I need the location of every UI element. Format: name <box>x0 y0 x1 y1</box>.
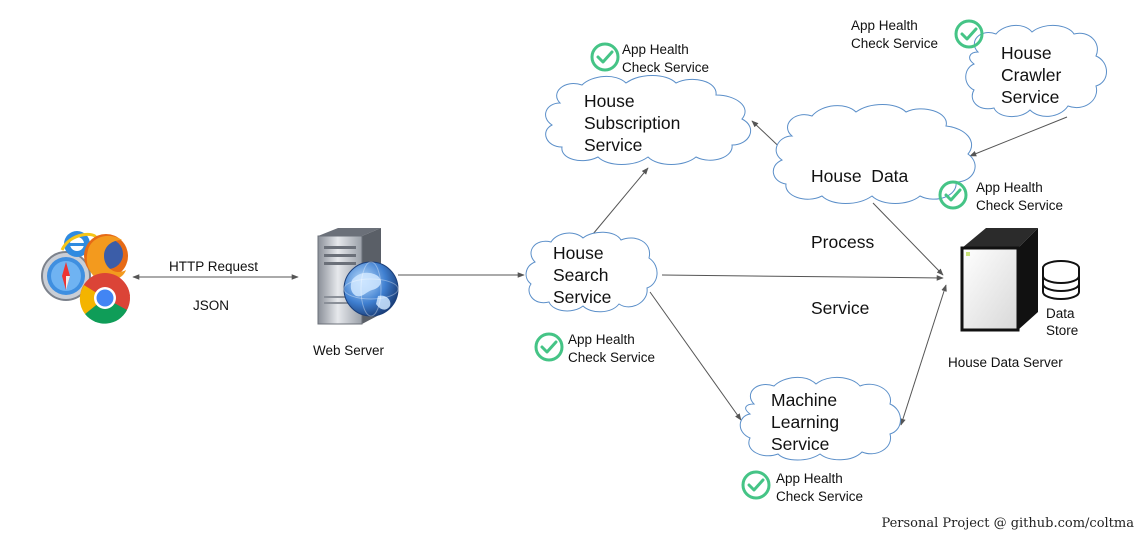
subscription-service-line-1: House <box>584 91 635 111</box>
subscription-service-line-2: Subscription <box>584 113 681 133</box>
connector-search-ml <box>649 291 742 421</box>
health-check-line-1: App Health <box>851 18 918 33</box>
web-server-icon <box>317 228 399 325</box>
web-server-label: Web Server <box>313 343 385 358</box>
database-icon <box>1042 260 1080 300</box>
ml-service-line-2: Learning <box>771 412 840 432</box>
data-server-icon <box>960 228 1038 332</box>
crawler-service-label: House Crawler Service <box>1001 42 1061 108</box>
data-process-service-line-1: House Data <box>811 166 909 186</box>
browsers-icon <box>41 231 130 324</box>
ml-service-label: Machine Learning Service <box>771 389 839 455</box>
json-label: JSON <box>193 298 230 313</box>
http-request-label: HTTP Request <box>169 259 259 274</box>
health-check-line-1: App Health <box>976 180 1043 195</box>
data-process-service-line-2: Process <box>811 232 875 252</box>
connector-dataprocess-dataserver <box>872 202 944 276</box>
data-server-label: House Data Server <box>948 355 1063 370</box>
health-check-line-2: Check Service <box>776 488 864 504</box>
health-check-line-2: Check Service <box>568 349 656 365</box>
data-store-label: Data Store <box>1046 305 1078 339</box>
crawler-service-line-3: Service <box>1001 87 1060 107</box>
data-store-line-1: Data <box>1046 306 1075 321</box>
health-check-line-2: Check Service <box>851 35 939 51</box>
cloud-machine-learning-service <box>739 377 901 461</box>
check-circle-icon <box>938 180 968 210</box>
health-check-line-2: Check Service <box>976 197 1064 213</box>
crawler-service-line-1: House <box>1001 43 1052 63</box>
health-check-line-2: Check Service <box>622 59 710 75</box>
data-process-service-line-3: Service <box>811 298 870 318</box>
ml-service-line-1: Machine <box>771 390 838 410</box>
cloud-search-service <box>525 231 658 313</box>
search-service-line-1: House <box>553 243 604 263</box>
data-process-service-label: House Data Process Service <box>811 121 908 341</box>
crawler-service-line-2: Crawler <box>1001 65 1062 85</box>
search-service-line-2: Search <box>553 265 609 285</box>
health-check-line-1: App Health <box>568 332 635 347</box>
connector-search-dataserver <box>661 274 944 281</box>
subscription-service-line-3: Service <box>584 135 643 155</box>
health-check-line-1: App Health <box>776 471 843 486</box>
connector-search-subscription <box>592 167 649 235</box>
subscription-service-label: House Subscription Service <box>584 90 680 156</box>
ml-service-line-3: Service <box>771 434 830 454</box>
data-store-line-2: Store <box>1046 323 1079 338</box>
check-circle-icon <box>954 19 984 49</box>
cloud-subscription-service <box>545 75 752 165</box>
cloud-crawler-service <box>965 25 1107 117</box>
search-service-line-3: Service <box>553 287 612 307</box>
footer-credit: Personal Project @ github.com/coltma <box>881 516 1134 531</box>
connector-dataserver-ml <box>900 284 947 426</box>
health-check-line-1: App Health <box>622 42 689 57</box>
check-circle-icon <box>741 470 771 500</box>
connector-crawler-dataprocess <box>969 116 1068 157</box>
search-service-label: House Search Service <box>553 242 611 308</box>
check-circle-icon <box>590 42 620 72</box>
check-circle-icon <box>534 332 564 362</box>
